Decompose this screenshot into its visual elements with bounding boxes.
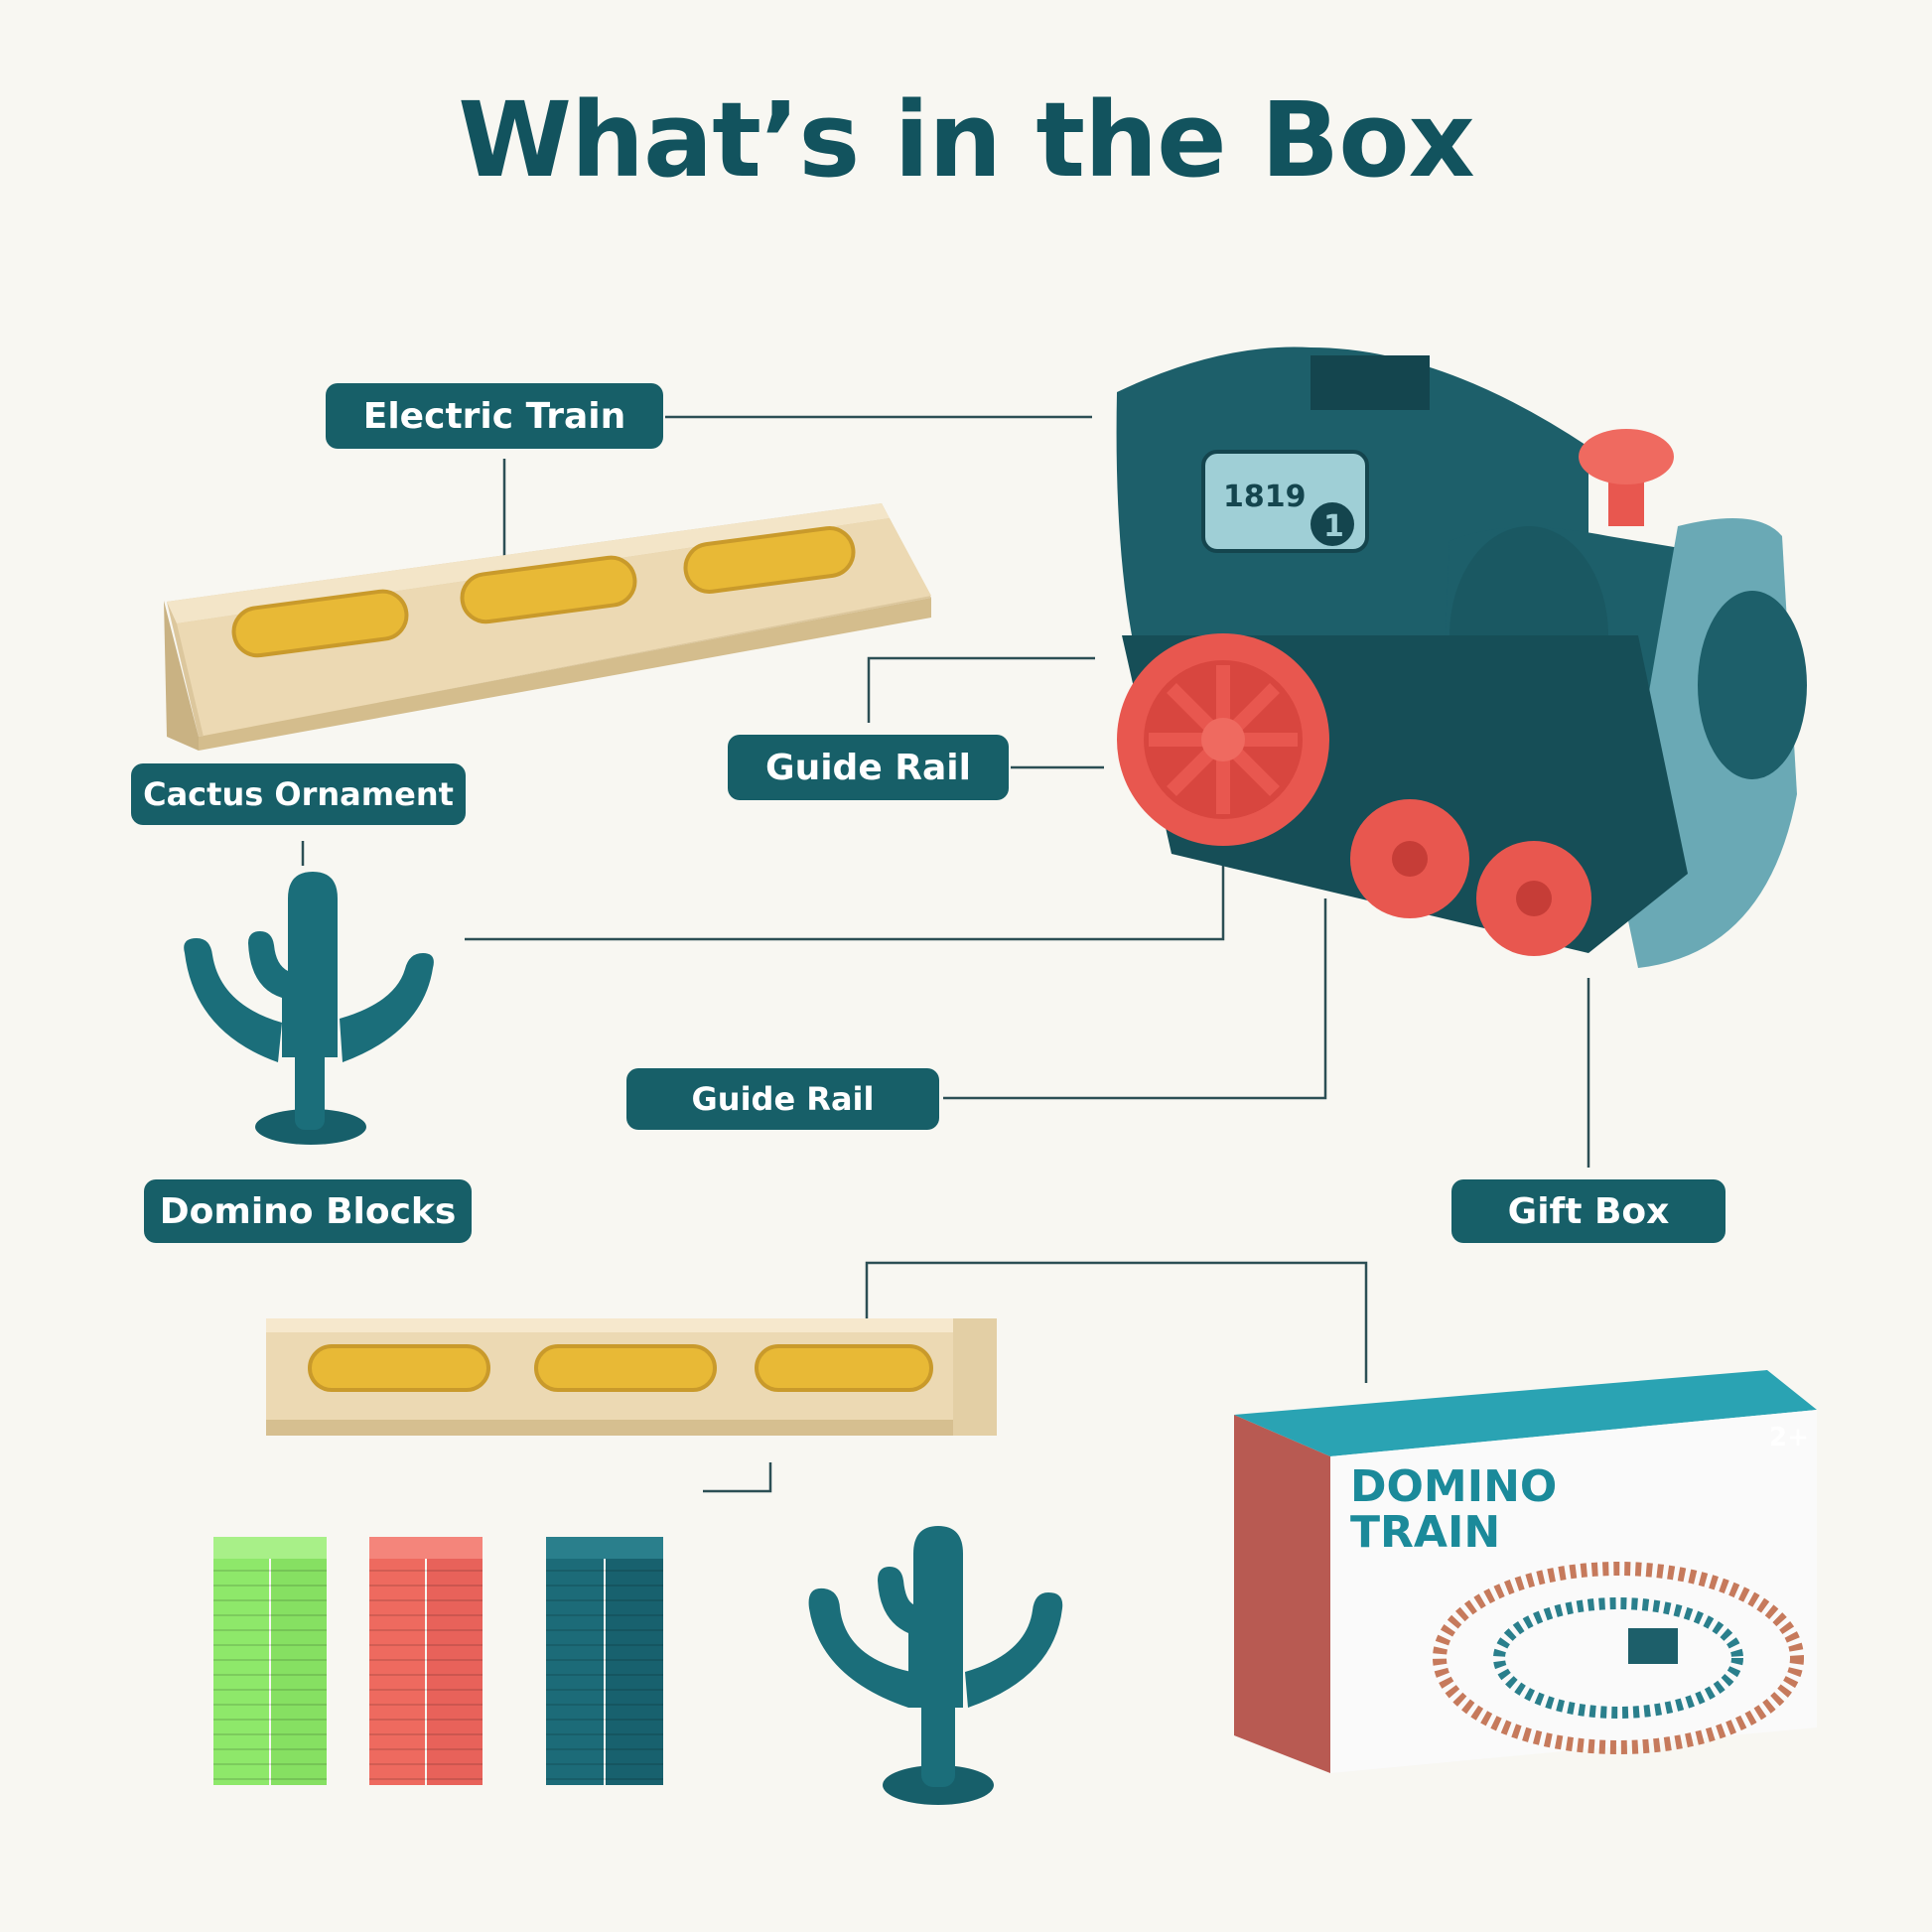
gift-box-title-line2: TRAIN xyxy=(1350,1507,1500,1558)
label-guide-rail-lower: Guide Rail xyxy=(626,1068,939,1130)
domino-stack-red xyxy=(369,1537,483,1785)
label-guide-rail-upper: Guide Rail xyxy=(728,735,1009,800)
guide-rail-lower-image xyxy=(266,1318,997,1436)
domino-stack-teal xyxy=(546,1537,663,1785)
label-electric-train: Electric Train xyxy=(326,383,663,449)
electric-train-image: 1819 1 xyxy=(1116,346,1807,968)
gift-box-title-line1: DOMINO xyxy=(1350,1461,1557,1512)
page-title: What’s in the Box xyxy=(458,79,1474,201)
guide-rail-upper-image xyxy=(164,503,931,751)
train-plate-number-circle: 1 xyxy=(1323,509,1344,544)
cactus-ornament-upper-image xyxy=(184,872,434,1145)
gift-box-age: 2+ xyxy=(1769,1423,1809,1452)
label-gift-box: Gift Box xyxy=(1451,1179,1725,1243)
domino-blocks-image xyxy=(213,1537,663,1785)
label-cactus-ornament: Cactus Ornament xyxy=(131,763,466,825)
label-domino-blocks: Domino Blocks xyxy=(144,1179,472,1243)
domino-stack-green xyxy=(213,1537,327,1785)
cactus-ornament-lower-image xyxy=(808,1526,1063,1805)
train-number-plate: 1819 xyxy=(1223,480,1307,514)
gift-box-image: DOMINO TRAIN 2+ xyxy=(1234,1370,1817,1773)
